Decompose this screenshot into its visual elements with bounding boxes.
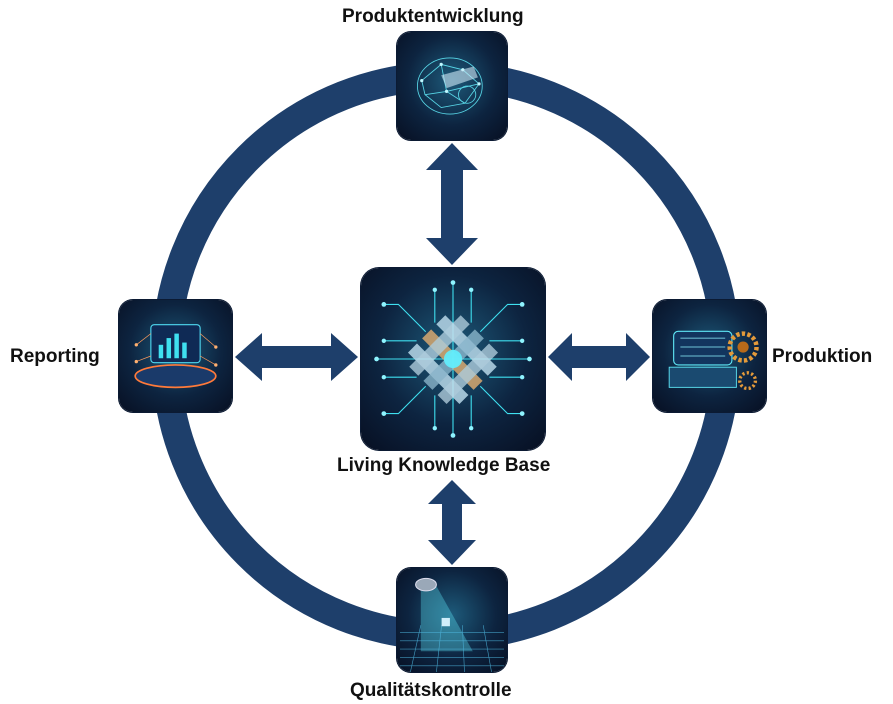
production-machine-icon (668, 330, 759, 391)
arrow-left-center (235, 333, 358, 381)
reporting-tile (119, 300, 232, 412)
label-living-knowledge-base: Living Knowledge Base (337, 455, 551, 476)
label-produktentwicklung: Produktentwicklung (342, 6, 524, 27)
dashboard-chart-icon (134, 324, 218, 389)
label-reporting: Reporting (10, 346, 100, 367)
digital-brain-gear-icon (417, 57, 483, 115)
label-qualitaetskontrolle: Qualitätskontrolle (350, 680, 512, 701)
arrow-right-center (548, 333, 650, 381)
arrow-top-center (426, 143, 478, 265)
qualitaetskontrolle-tile (397, 568, 507, 672)
living-knowledge-base-tile (361, 268, 545, 450)
label-produktion: Produktion (772, 346, 873, 367)
produktentwicklung-tile (397, 32, 507, 140)
arrow-bottom-center (428, 480, 476, 565)
circuit-weave-icon (374, 280, 532, 438)
inspection-scanner-icon (400, 577, 504, 672)
produktion-tile (653, 300, 766, 412)
